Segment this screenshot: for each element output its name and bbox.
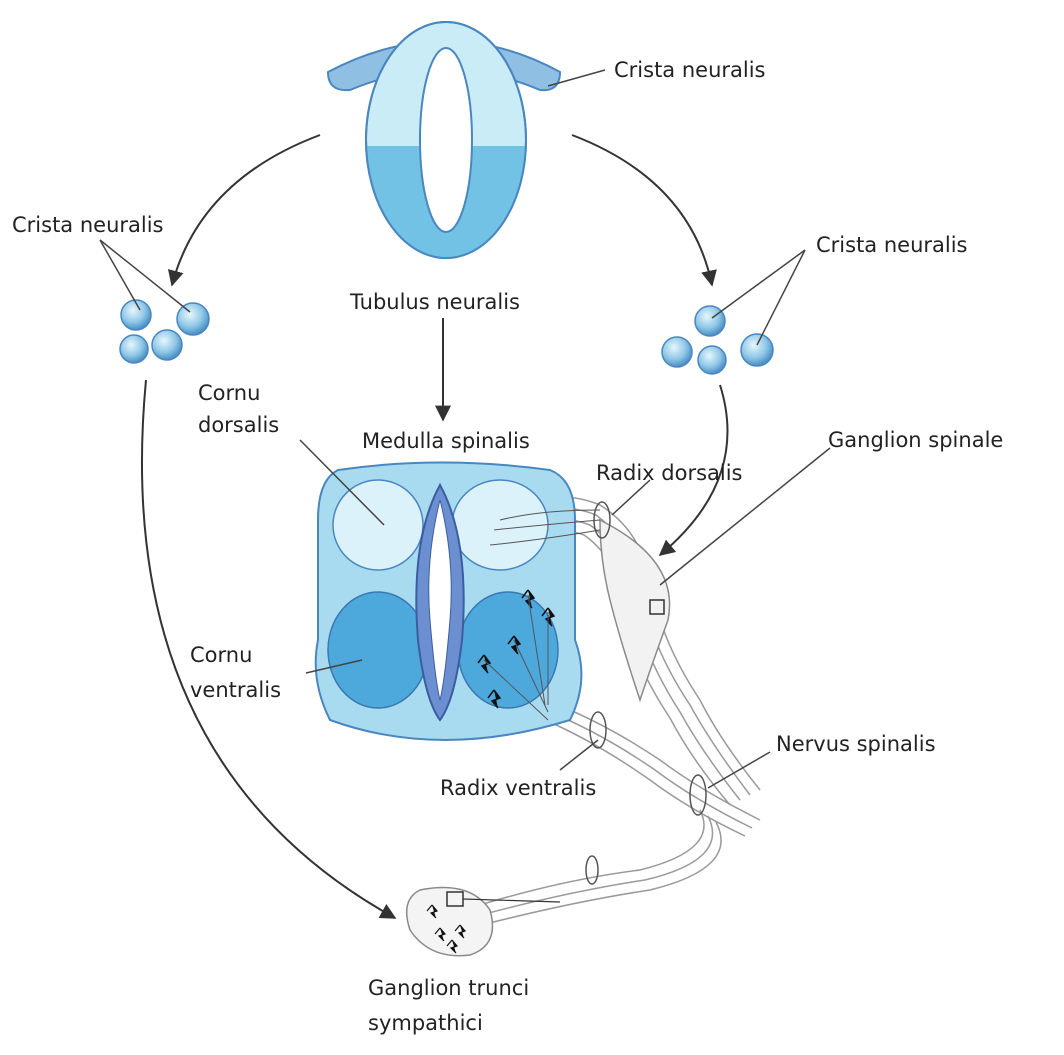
label-nervus-spinalis: Nervus spinalis	[776, 731, 936, 757]
label-ganglion-trunci-2: sympathici	[368, 1010, 483, 1036]
label-radix-ventralis: Radix ventralis	[440, 775, 596, 801]
leader-radix-ventralis	[560, 740, 598, 770]
label-crista-left: Crista neuralis	[12, 212, 164, 238]
label-medulla: Medulla spinalis	[362, 428, 530, 454]
label-radix-dorsalis: Radix dorsalis	[596, 460, 743, 486]
arrow-to-right-cells	[572, 135, 712, 285]
label-cornu-ventralis-2: ventralis	[190, 677, 281, 703]
neural-canal	[420, 48, 472, 232]
label-ganglion-spinale: Ganglion spinale	[828, 427, 1003, 453]
ventral-horn-left	[328, 592, 428, 708]
arrow-to-left-cells	[172, 135, 320, 285]
label-cornu-dorsalis-1: Cornu	[198, 380, 260, 406]
label-cornu-dorsalis-2: dorsalis	[198, 412, 279, 438]
label-crista-top: Crista neuralis	[614, 57, 766, 83]
label-ganglion-trunci-1: Ganglion trunci	[368, 975, 529, 1001]
spinal-ganglion	[600, 520, 670, 700]
label-cornu-ventralis-1: Cornu	[190, 642, 252, 668]
dorsal-horn-left	[333, 480, 423, 570]
label-tubulus: Tubulus neuralis	[350, 289, 520, 315]
sympathetic-ganglion	[407, 888, 493, 956]
crest-cells-right	[662, 306, 773, 374]
crest-cells-left	[120, 300, 209, 363]
label-crista-right: Crista neuralis	[816, 232, 968, 258]
dorsal-horn-right	[452, 480, 548, 570]
